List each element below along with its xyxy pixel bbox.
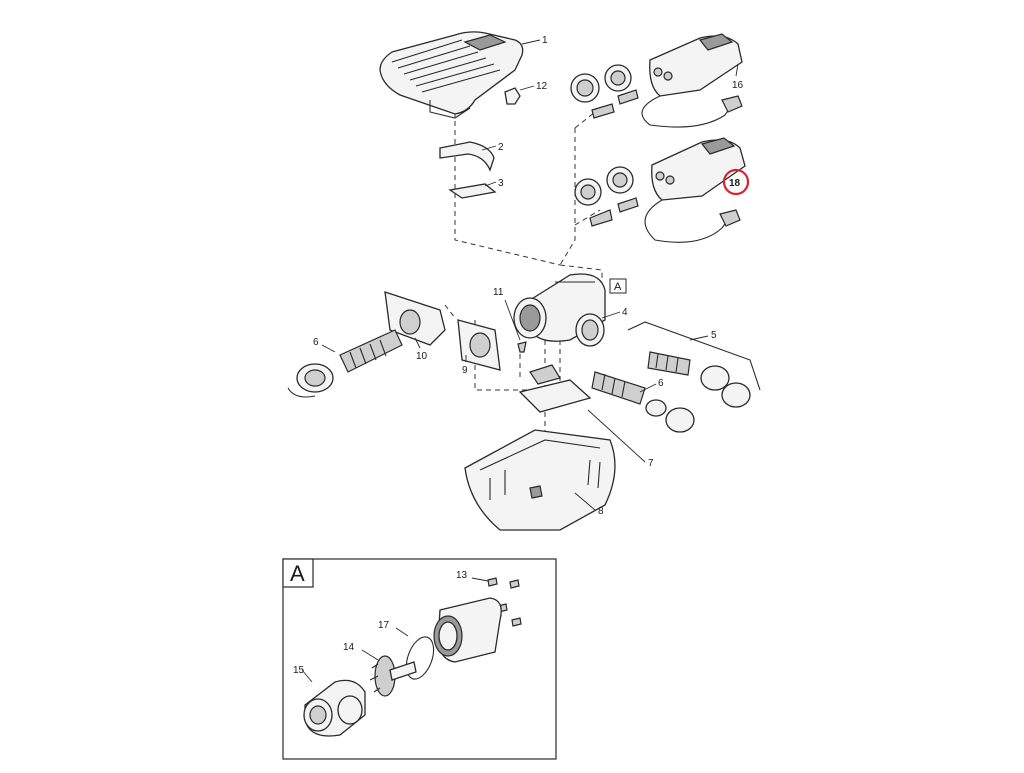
cable-connectors-bottom [574,166,639,227]
callout-9: 9 [462,365,468,376]
part-3-plate: 3 [448,178,504,199]
callout-11: 11 [493,287,504,298]
callout-6-right: 6 [658,378,664,389]
part-14-impeller: 14 [343,642,417,697]
part-10-gasket: 10 [384,291,446,362]
ref-box-a [609,278,627,294]
part-8-housing-base: 8 [464,429,616,531]
callout-13: 13 [456,570,468,581]
ref-label-a: A [614,281,622,293]
motor-housing [433,597,502,663]
part-18-control-unit: 18 [644,137,750,243]
detail-box-label: A [290,561,305,586]
callout-1: 1 [542,35,548,46]
part-15-pump-head: 15 [293,665,366,737]
detail-box-a: A 13 17 14 [282,558,557,760]
part-1-top-cover: 1 [379,31,548,119]
callout-3: 3 [498,178,504,189]
part-12-clip: 12 [504,81,548,105]
callout-16: 16 [732,80,744,91]
part-7-mount-bracket: 7 [518,364,654,469]
callout-17: 17 [378,620,390,631]
part-5-hose-kit: 5 [627,321,761,408]
part-16-control-unit: 16 [641,33,744,128]
callout-18: 18 [729,178,741,189]
callout-15: 15 [293,665,305,676]
callout-7: 7 [648,458,654,469]
callout-4: 4 [622,307,628,318]
callout-14: 14 [343,642,355,653]
part-11-screw: 11 [493,287,527,353]
part-6-hose-left: 6 [287,329,403,398]
part-6-hose-right: 6 [591,371,695,433]
part-4-nut: 4 [575,307,628,347]
callout-10: 10 [416,351,428,362]
callout-8: 8 [598,506,604,517]
highlight-circle-18 [722,168,750,196]
part-13-screws: 13 [456,570,522,627]
callout-5: 5 [711,330,717,341]
callout-2: 2 [498,142,504,153]
part-9-plate: 9 [457,319,501,376]
part-2-bracket: 2 [439,141,504,172]
pump-motor-assembly: A [513,273,627,342]
callout-6-left: 6 [313,337,319,348]
part-17-o-ring: 17 [378,620,435,680]
cable-connectors-top [570,64,639,119]
callout-12: 12 [536,81,548,92]
